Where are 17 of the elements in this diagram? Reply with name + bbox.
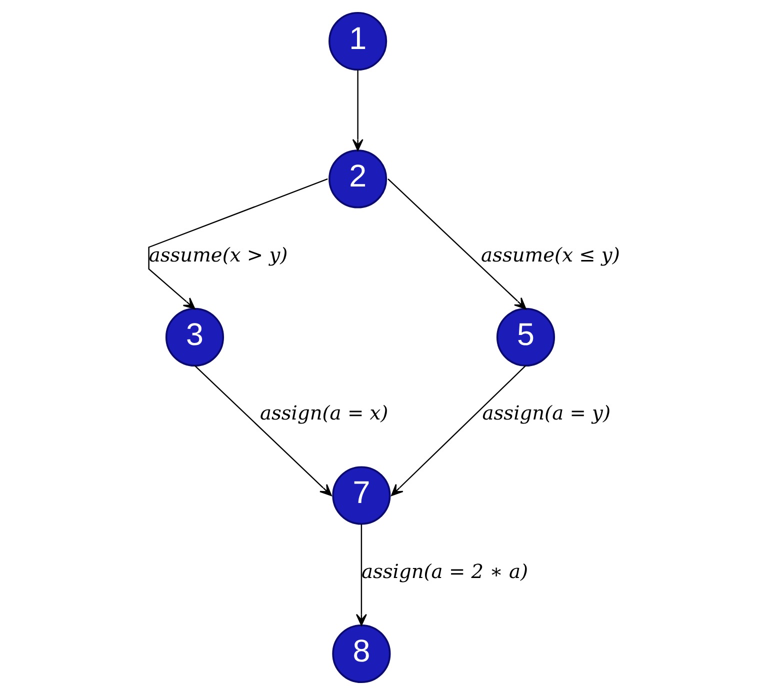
arrow xyxy=(194,365,332,496)
node-circle: 3 xyxy=(165,308,224,367)
edge-label: assign(a = 2 ∗ a) xyxy=(361,560,528,583)
node-circle: 5 xyxy=(496,308,556,367)
edge-label: assign(a = x) xyxy=(260,402,388,425)
node-circle: 1 xyxy=(328,12,388,71)
node-circle: 2 xyxy=(328,150,388,208)
arrow xyxy=(356,524,367,626)
edge-label: assign(a = y) xyxy=(482,402,611,425)
edge-label: assume(x ≤ y) xyxy=(481,243,620,266)
arrow xyxy=(391,365,526,496)
node-circle: 7 xyxy=(332,466,391,525)
arrow xyxy=(148,178,328,310)
arrow xyxy=(352,70,364,152)
node-circle: 8 xyxy=(332,624,391,684)
arrow xyxy=(388,178,526,310)
edge-label: assume(x > y) xyxy=(148,243,288,266)
